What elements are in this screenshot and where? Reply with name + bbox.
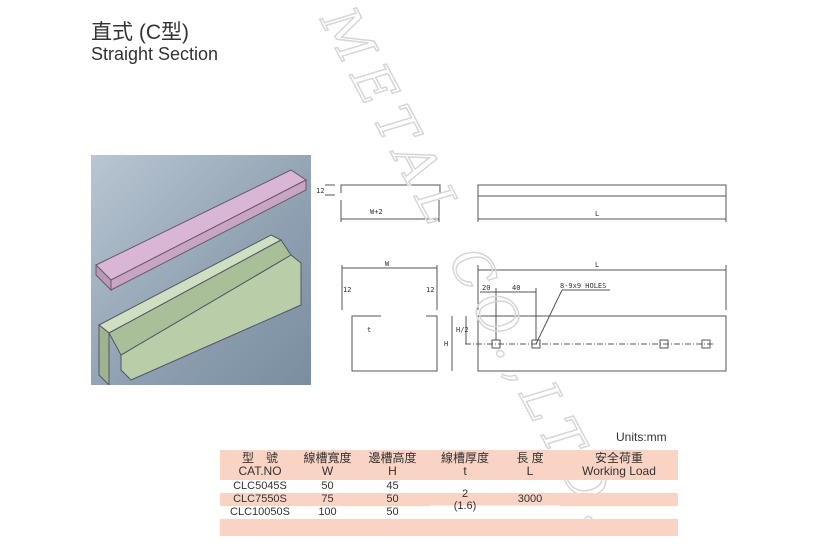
cell-h: 50 [386, 506, 399, 518]
dim-12-lip: 12 [316, 187, 324, 195]
technical-drawings: W+2 12 L W 12 12 t H H/2 L 20 40 8-9x9 H… [316, 184, 727, 372]
cell-w: 100 [318, 506, 337, 518]
dim-length-bottom: L [595, 261, 599, 269]
dim-w-plus-2: W+2 [370, 208, 383, 216]
page-title-chinese: 直式 (C型) [91, 21, 189, 44]
dim-width: W [385, 260, 390, 268]
dim-20: 20 [482, 284, 490, 292]
dim-half-height: H/2 [456, 326, 469, 334]
table-row: CLC10050S 100 50 [220, 506, 678, 519]
holes-label: 8-9x9 HOLES [560, 282, 606, 290]
table-row: CLC5045S 50 45 2(1.6) 3000 [220, 480, 678, 519]
cell-w: 50 [321, 480, 334, 492]
dim-length-top: L [595, 210, 599, 218]
cell-length: 3000 [500, 480, 560, 519]
cell-thickness: 2(1.6) [430, 480, 500, 519]
cell-load [560, 480, 678, 493]
cell-load [560, 506, 678, 519]
units-label: Units:mm [616, 430, 667, 444]
cell-cat: CLC7550S [220, 493, 300, 506]
dim-thickness: t [367, 326, 371, 334]
cable-tray-illustration [95, 169, 307, 387]
cell-h: 45 [386, 480, 399, 492]
cell-cat: CLC10050S [230, 506, 290, 518]
dim-12-left: 12 [343, 286, 351, 294]
page-title: Straight Section [91, 44, 219, 64]
cell-cat: CLC5045S [233, 480, 287, 492]
table-row: CLC7550S 75 50 [220, 493, 678, 506]
product-render-image [91, 155, 311, 387]
dim-12-right: 12 [426, 286, 434, 294]
dim-height: H [444, 340, 448, 348]
cell-w: 75 [300, 493, 355, 506]
cell-load [560, 493, 678, 506]
table-spacer-row [220, 519, 678, 536]
cell-h: 50 [355, 493, 430, 506]
dim-40: 40 [512, 284, 520, 292]
